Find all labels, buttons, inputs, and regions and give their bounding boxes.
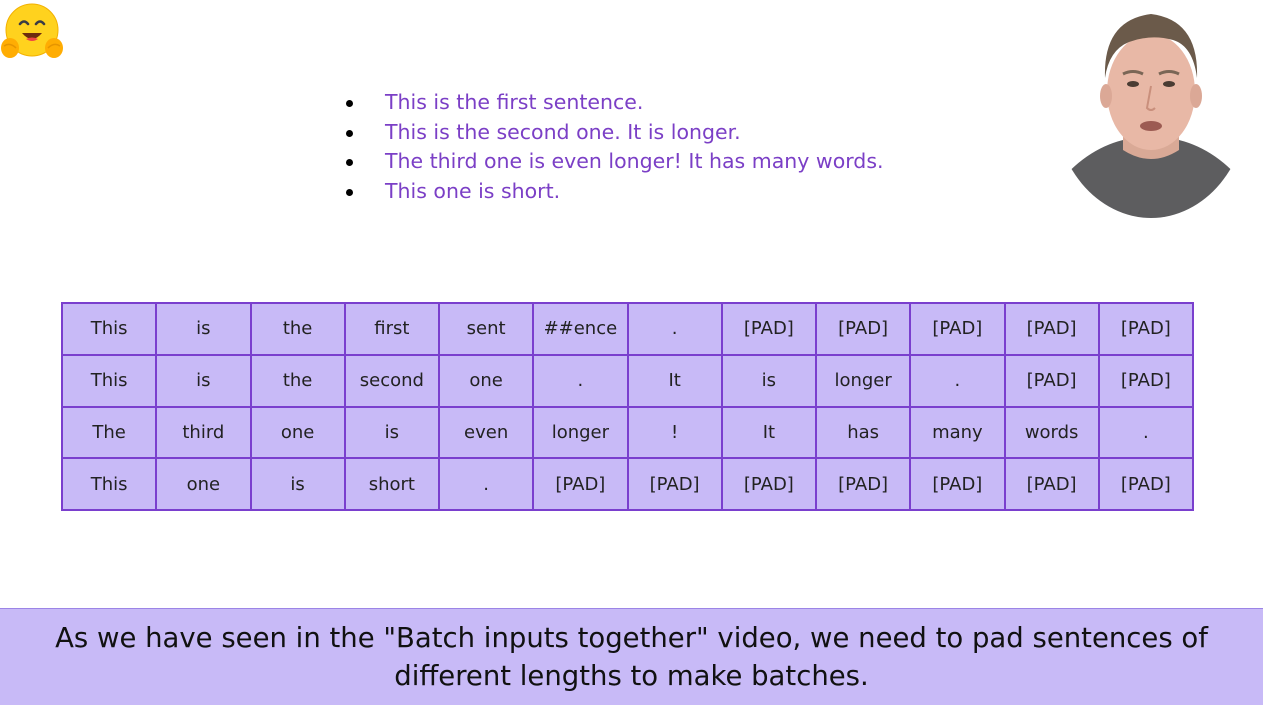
- token-cell: third: [155, 405, 252, 460]
- sentence-text: This is the second one. It is longer.: [385, 119, 741, 144]
- token-cell: [PAD]: [1097, 457, 1195, 511]
- subtitle-bar: As we have seen in the "Batch inputs tog…: [0, 608, 1263, 705]
- token-cell: [PAD]: [1003, 302, 1100, 356]
- token-cell: [PAD]: [1003, 457, 1100, 511]
- bullet-icon: [346, 129, 353, 137]
- token-cell: .: [909, 353, 1006, 408]
- token-cell: one: [437, 353, 535, 408]
- token-cell: is: [155, 302, 252, 356]
- token-cell: short: [343, 457, 441, 511]
- token-cell: is: [249, 457, 346, 511]
- token-cell: [PAD]: [909, 302, 1006, 356]
- sentence-list: This is the first sentence. This is the …: [346, 88, 884, 207]
- token-cell: many: [909, 405, 1006, 460]
- token-cell: [PAD]: [626, 457, 723, 511]
- token-cell: [PAD]: [1097, 302, 1195, 356]
- token-cell: is: [720, 353, 818, 408]
- token-cell: ##ence: [532, 302, 629, 356]
- token-cell: the: [249, 302, 346, 356]
- token-cell: even: [437, 405, 535, 460]
- hugging-face-logo-icon: [0, 2, 64, 64]
- token-cell: This: [60, 302, 158, 356]
- token-cell: longer: [532, 405, 629, 460]
- token-cell: .: [626, 302, 723, 356]
- token-cell: one: [249, 405, 346, 460]
- list-item: This one is short.: [346, 177, 884, 207]
- token-cell: This: [60, 353, 158, 408]
- token-cell: one: [155, 457, 252, 511]
- token-cell: !: [626, 405, 723, 460]
- token-cell: longer: [814, 353, 912, 408]
- token-cell: second: [343, 353, 441, 408]
- token-cell: has: [814, 405, 912, 460]
- bullet-icon: [346, 100, 353, 107]
- token-cell: words: [1003, 405, 1100, 460]
- bullet-icon: [346, 159, 353, 167]
- token-cell: is: [155, 353, 252, 408]
- list-item: The third one is even longer! It has man…: [346, 147, 884, 177]
- token-cell: first: [343, 302, 441, 356]
- token-cell: [PAD]: [1003, 353, 1100, 408]
- subtitle-text: As we have seen in the "Batch inputs tog…: [55, 622, 1208, 692]
- token-cell: [PAD]: [720, 302, 818, 356]
- token-cell: [PAD]: [532, 457, 629, 511]
- token-cell: [PAD]: [814, 302, 912, 356]
- token-cell: the: [249, 353, 346, 408]
- token-cell: .: [532, 353, 629, 408]
- bullet-icon: [346, 189, 353, 197]
- token-cell: .: [1097, 405, 1195, 460]
- presenter-avatar: [1053, 0, 1249, 218]
- list-item: This is the second one. It is longer.: [346, 118, 884, 148]
- token-cell: It: [626, 353, 723, 408]
- token-cell: [PAD]: [909, 457, 1006, 511]
- token-cell: This: [60, 457, 158, 511]
- token-cell: .: [437, 457, 535, 511]
- list-item: This is the first sentence.: [346, 88, 884, 118]
- sentence-text: This is the first sentence.: [385, 90, 644, 114]
- token-cell: The: [60, 405, 158, 460]
- token-cell: [PAD]: [814, 457, 912, 511]
- sentence-text: The third one is even longer! It has man…: [385, 149, 884, 174]
- token-cell: It: [720, 405, 818, 460]
- sentence-text: This one is short.: [385, 179, 561, 204]
- token-cell: [PAD]: [1097, 353, 1195, 408]
- token-cell: sent: [437, 302, 535, 356]
- token-cell: is: [343, 405, 441, 460]
- token-cell: [PAD]: [720, 457, 818, 511]
